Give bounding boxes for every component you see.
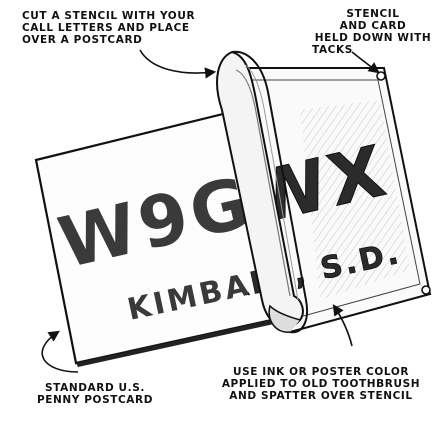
callout-line: AND CARD: [312, 20, 434, 32]
callout-line: STENCIL: [312, 8, 434, 20]
callout-cut-stencil: CUT A STENCIL WITH YOUR CALL LETTERS AND…: [22, 10, 195, 46]
callout-line: OVER A POSTCARD: [22, 34, 195, 46]
callout-line: STANDARD U.S.: [22, 382, 168, 394]
tack-icon: [422, 286, 430, 294]
callout-line: APPLIED TO OLD TOOTHBRUSH: [208, 378, 434, 390]
callout-line: PENNY POSTCARD: [22, 394, 168, 406]
arrow-cut-stencil: [140, 50, 214, 73]
callout-stencil-card: STENCIL AND CARD HELD DOWN WITH TACKS: [312, 8, 434, 56]
callout-line: CUT A STENCIL WITH YOUR: [22, 10, 195, 22]
callout-spatter: USE INK OR POSTER COLOR APPLIED TO OLD T…: [208, 366, 434, 402]
callout-line: USE INK OR POSTER COLOR: [208, 366, 434, 378]
callout-postcard: STANDARD U.S. PENNY POSTCARD: [22, 382, 168, 406]
tack-icon: [377, 72, 385, 80]
callout-line: HELD DOWN WITH: [312, 32, 434, 44]
callout-line: CALL LETTERS AND PLACE: [22, 22, 195, 34]
callout-line: AND SPATTER OVER STENCIL: [208, 390, 434, 402]
callout-line: TACKS: [312, 44, 434, 56]
